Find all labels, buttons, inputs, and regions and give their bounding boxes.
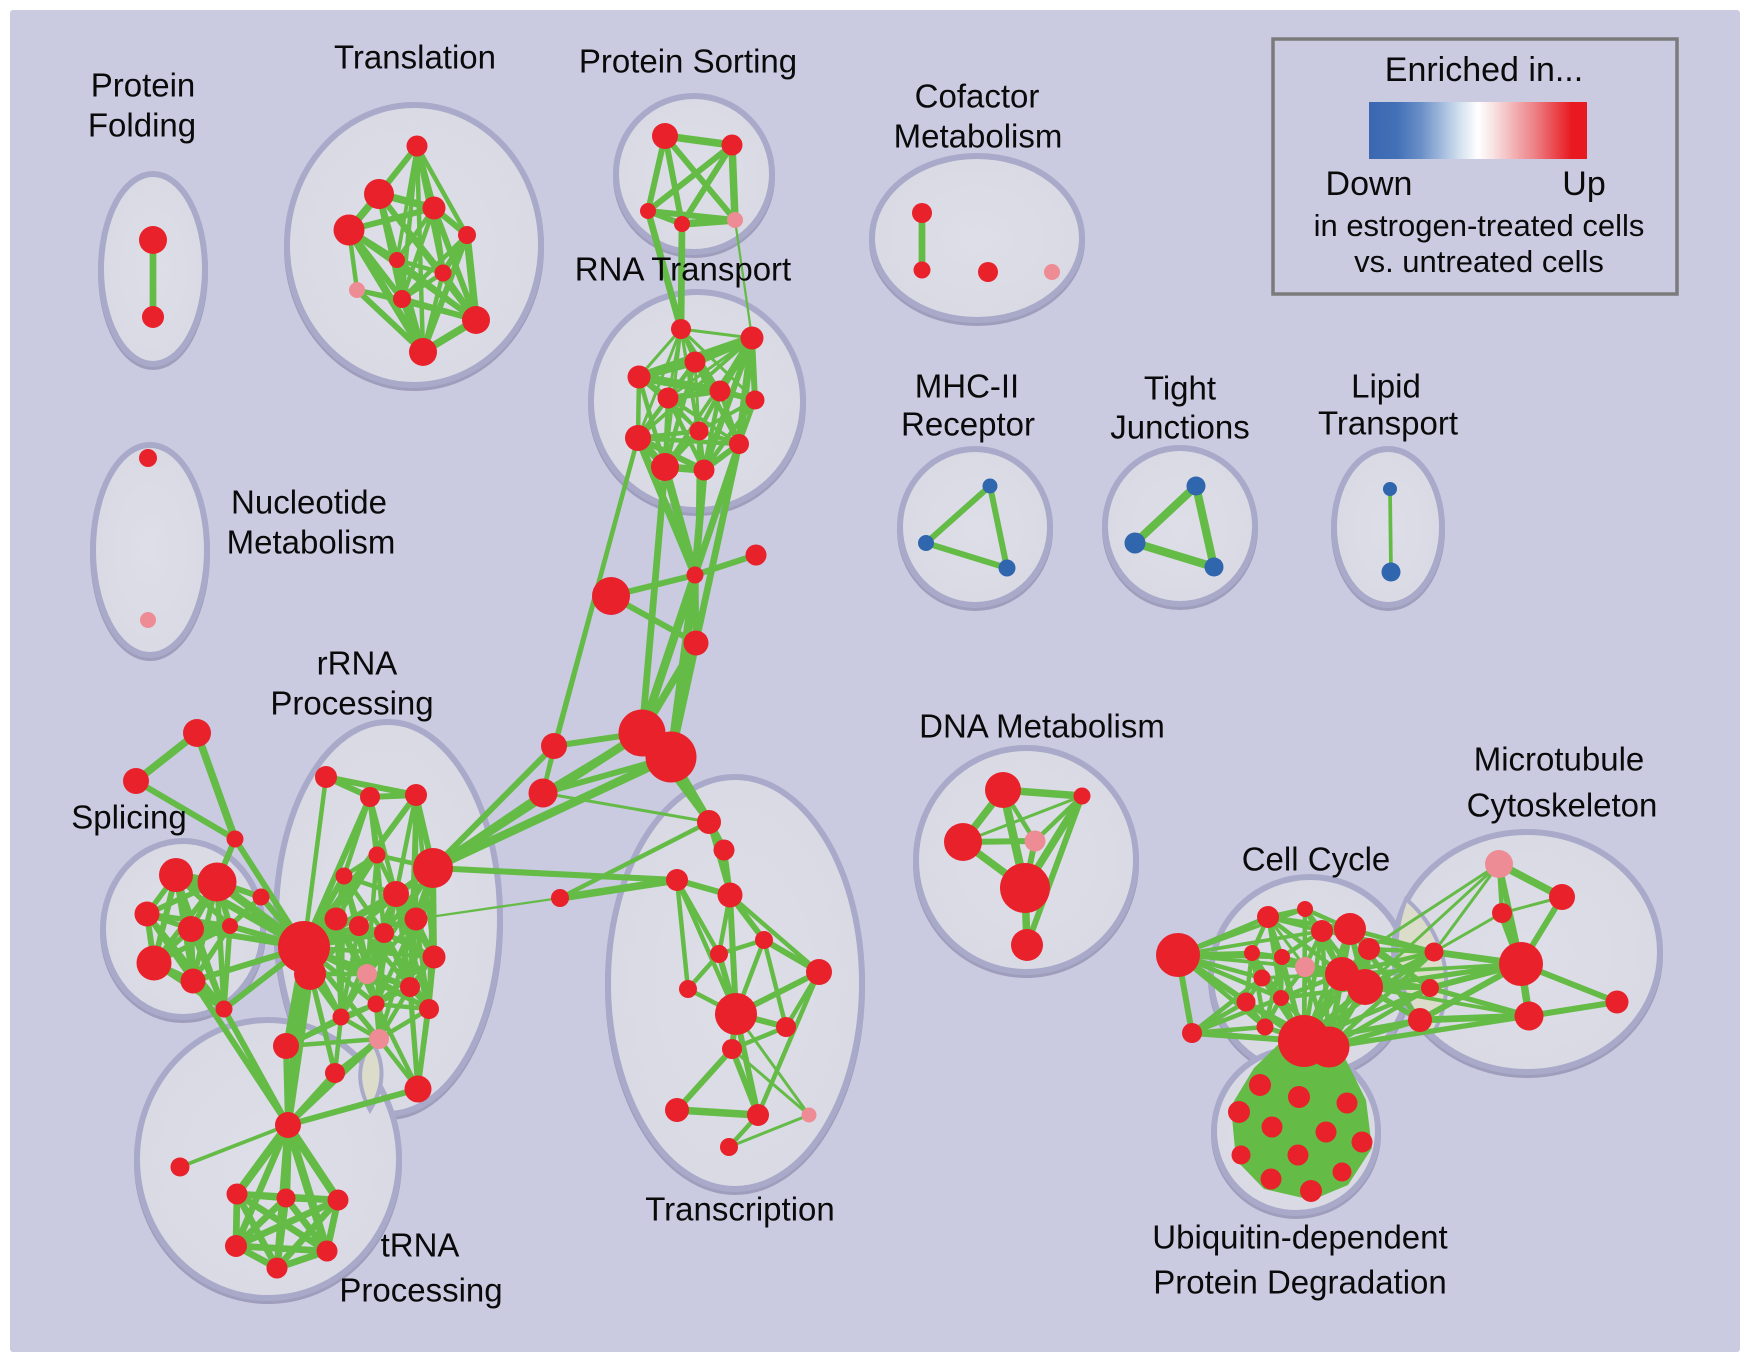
svg-text:Protein Sorting: Protein Sorting [579,43,797,80]
svg-text:RNA Transport: RNA Transport [575,251,791,288]
svg-text:MHC-II: MHC-II [915,368,1019,405]
svg-text:DNA Metabolism: DNA Metabolism [919,708,1165,745]
svg-text:rRNA: rRNA [317,645,398,682]
svg-text:Cytoskeleton: Cytoskeleton [1467,787,1658,824]
svg-text:Lipid: Lipid [1351,368,1421,405]
svg-text:Transport: Transport [1318,405,1458,442]
svg-text:Up: Up [1562,165,1605,203]
svg-text:Junctions: Junctions [1110,409,1249,446]
svg-text:Processing: Processing [339,1272,502,1309]
svg-text:Enriched in...: Enriched in... [1385,51,1583,89]
svg-text:Tight: Tight [1144,370,1216,407]
svg-text:Receptor: Receptor [901,406,1035,443]
svg-text:vs. untreated cells: vs. untreated cells [1354,244,1604,279]
svg-text:Microtubule: Microtubule [1474,741,1645,778]
svg-text:Transcription: Transcription [645,1191,835,1228]
svg-text:Splicing: Splicing [71,799,187,836]
svg-text:Nucleotide: Nucleotide [231,484,387,521]
svg-text:in estrogen-treated cells: in estrogen-treated cells [1314,208,1645,243]
svg-text:Metabolism: Metabolism [227,524,396,561]
svg-text:Protein: Protein [91,67,196,104]
svg-text:Processing: Processing [270,685,433,722]
svg-text:Protein Degradation: Protein Degradation [1153,1264,1447,1301]
svg-text:tRNA: tRNA [381,1227,460,1264]
svg-text:Ubiquitin-dependent: Ubiquitin-dependent [1152,1219,1447,1256]
svg-text:Folding: Folding [88,107,196,144]
svg-text:Cell Cycle: Cell Cycle [1242,841,1391,878]
svg-text:Metabolism: Metabolism [894,118,1063,155]
svg-text:Down: Down [1326,165,1413,203]
svg-text:Translation: Translation [334,39,496,76]
svg-text:Cofactor: Cofactor [915,78,1040,115]
